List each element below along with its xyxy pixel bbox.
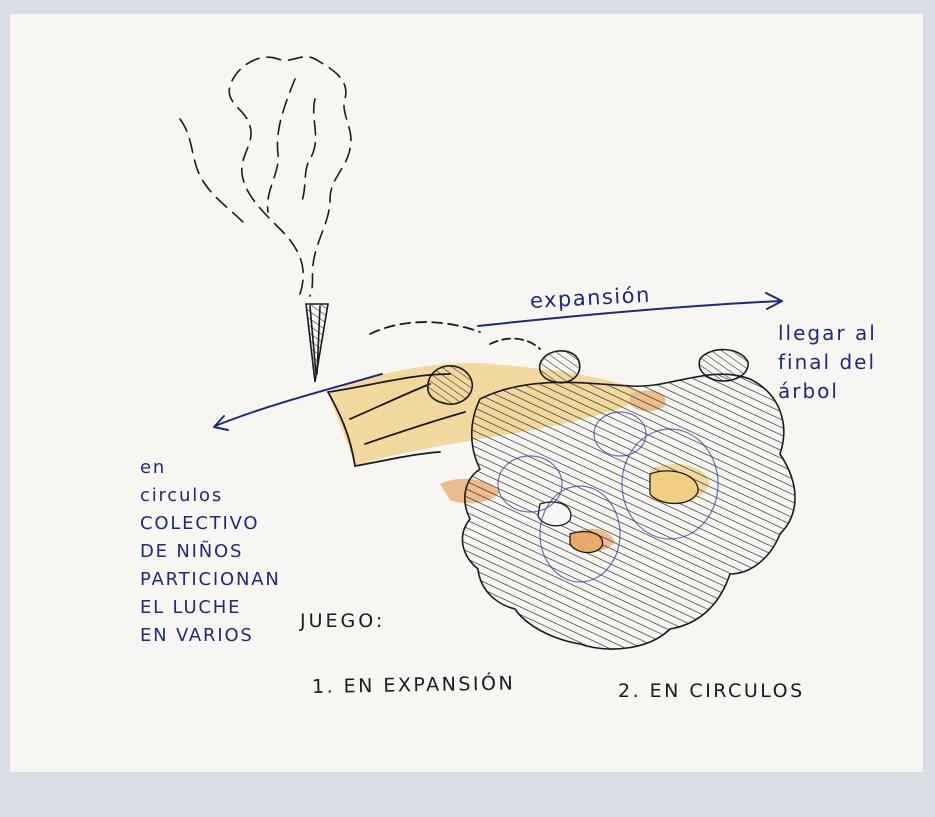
circles-line: EN VARIOS [140,625,254,646]
goal-line: árbol [778,379,839,403]
circles-arrow [213,373,383,431]
blue-circles [497,411,719,583]
smoke-cloud [179,55,352,297]
game-item-1: 1. EN EXPANSIÓN [311,672,516,698]
circles-line: COLECTIVO [140,513,260,534]
rocket-nozzle [305,303,329,383]
game-item-2: 2. EN CIRCULOS [618,680,805,702]
inner-shapes [537,470,699,554]
shape-outline [327,321,541,468]
circles-line: EL LUCHE [140,597,242,618]
expansion-arrow [477,292,783,327]
circles-line: en [140,457,167,478]
game-heading: JUEGO: [300,610,386,632]
circles-description: en circulos COLECTIVO DE NIÑOS PARTICION… [140,454,281,650]
circles-line: PARTICIONAN [140,569,281,590]
sketch-drawing [179,55,796,650]
goal-line: final del [778,350,876,374]
goal-label: llegar al final del árbol [778,319,877,406]
goal-line: llegar al [778,321,877,345]
circles-line: circulos [140,485,223,506]
circles-line: DE NIÑOS [140,541,244,562]
sketch-paper: expansión llegar al final del árbol en c… [10,14,923,772]
